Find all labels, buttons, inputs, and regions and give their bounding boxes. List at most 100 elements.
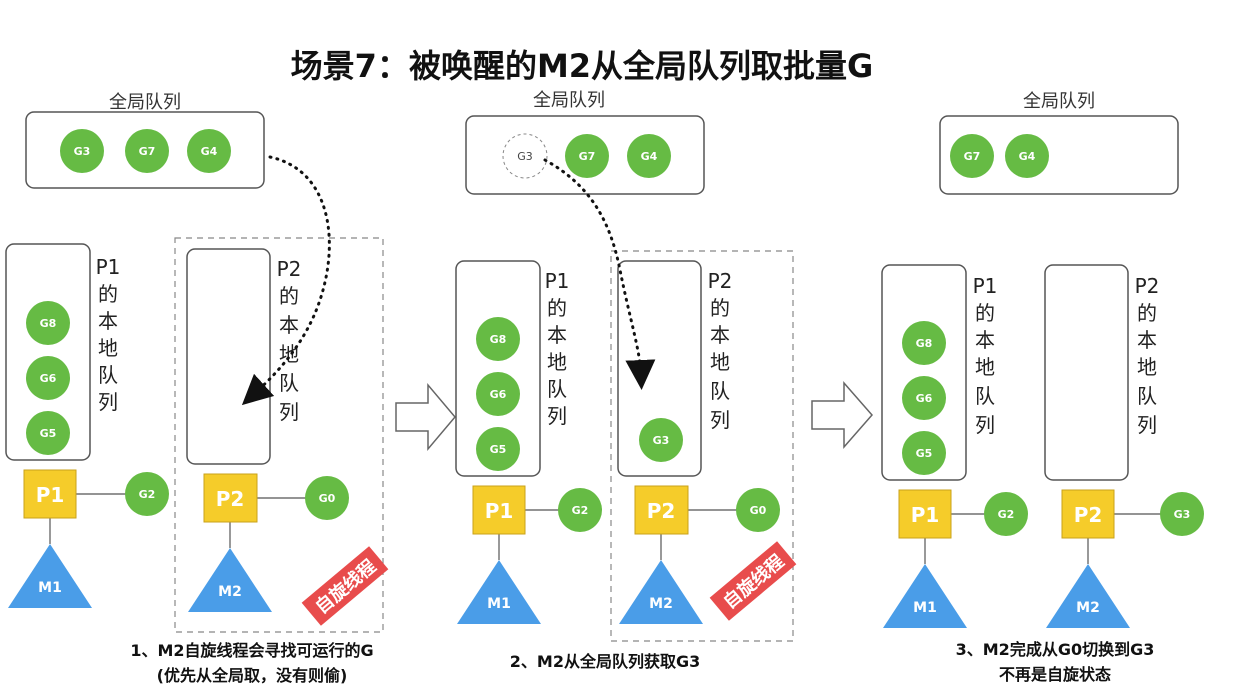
panel-3: 全局队列 G7 G4 P1 的 本 地 队 列 G8 G6 xyxy=(881,91,1204,684)
svg-text:列: 列 xyxy=(1137,413,1157,437)
svg-text:G0: G0 xyxy=(750,504,767,517)
p2-local-queue xyxy=(1044,264,1129,481)
svg-text:地: 地 xyxy=(975,355,995,379)
goroutine-g6: G6 xyxy=(26,356,70,400)
svg-text:G3: G3 xyxy=(74,145,91,158)
svg-text:P1: P1 xyxy=(545,269,570,293)
processor-p1: P1 xyxy=(472,485,526,535)
diagram-title: 场景7：被唤醒的M2从全局队列取批量G xyxy=(291,47,874,85)
svg-text:地: 地 xyxy=(710,350,730,374)
processor-p1: P1 xyxy=(23,469,77,519)
p1-local-queue xyxy=(455,260,541,477)
caption-line-2: 不再是自旋状态 xyxy=(999,665,1111,684)
svg-text:地: 地 xyxy=(98,336,118,360)
svg-text:本: 本 xyxy=(98,309,118,333)
svg-text:G3: G3 xyxy=(517,150,533,163)
transition-arrow-2 xyxy=(811,381,873,449)
svg-text:列: 列 xyxy=(547,404,567,428)
svg-text:队: 队 xyxy=(98,363,118,387)
svg-text:本: 本 xyxy=(975,328,995,352)
svg-text:队: 队 xyxy=(975,384,995,408)
svg-text:G8: G8 xyxy=(40,317,57,330)
svg-text:P1: P1 xyxy=(973,274,998,298)
svg-text:G5: G5 xyxy=(40,427,57,440)
svg-text:G5: G5 xyxy=(490,443,507,456)
goroutine-g3-running: G3 xyxy=(1160,492,1204,536)
svg-text:M2: M2 xyxy=(1076,600,1100,616)
svg-text:的: 的 xyxy=(1137,301,1157,325)
goroutine-g2-running: G2 xyxy=(558,488,602,532)
svg-text:G2: G2 xyxy=(998,508,1015,521)
p1-queue-label: P1 的 本 地 队 列 xyxy=(545,269,570,428)
svg-text:P2: P2 xyxy=(216,487,245,511)
svg-text:地: 地 xyxy=(547,350,567,374)
machine-m1: M1 xyxy=(883,564,967,628)
machine-m1: M1 xyxy=(457,560,541,624)
svg-text:G6: G6 xyxy=(40,372,57,385)
svg-text:的: 的 xyxy=(710,296,730,320)
goroutine-g4: G4 xyxy=(627,134,671,178)
p1-local-queue xyxy=(5,243,91,461)
global-queue-box xyxy=(939,115,1179,195)
svg-text:的: 的 xyxy=(279,284,299,308)
svg-text:G4: G4 xyxy=(1019,150,1036,163)
svg-text:队: 队 xyxy=(710,379,730,403)
goroutine-g2-running: G2 xyxy=(984,492,1028,536)
p2-local-queue xyxy=(617,260,702,477)
p2-spinning-group xyxy=(610,250,794,642)
svg-text:M2: M2 xyxy=(649,596,673,612)
svg-text:M2: M2 xyxy=(218,584,242,600)
processor-p2: P2 xyxy=(1061,489,1115,539)
goroutine-g0-running: G0 xyxy=(736,488,780,532)
svg-text:P1: P1 xyxy=(36,483,65,507)
svg-text:的: 的 xyxy=(547,296,567,320)
svg-text:M1: M1 xyxy=(38,580,62,596)
global-queue-label: 全局队列 xyxy=(1023,91,1095,112)
goroutine-g4: G4 xyxy=(187,129,231,173)
caption-line-1: 1、M2自旋线程会寻找可运行的G xyxy=(130,641,373,660)
svg-text:G8: G8 xyxy=(916,337,933,350)
svg-text:G0: G0 xyxy=(319,492,336,505)
svg-text:列: 列 xyxy=(279,400,299,424)
svg-text:列: 列 xyxy=(710,408,730,432)
svg-text:地: 地 xyxy=(279,342,299,366)
processor-p2: P2 xyxy=(203,473,258,523)
svg-text:G3: G3 xyxy=(653,434,670,447)
goroutine-g3-ghost: G3 xyxy=(502,133,548,179)
svg-text:G8: G8 xyxy=(490,333,507,346)
svg-text:的: 的 xyxy=(98,282,118,306)
goroutine-g3-local: G3 xyxy=(639,418,683,462)
goroutine-g4: G4 xyxy=(1005,134,1049,178)
p2-queue-label: P2 的 本 地 队 列 xyxy=(708,269,733,432)
processor-p1: P1 xyxy=(898,489,952,539)
caption-line-1: 3、M2完成从G0切换到G3 xyxy=(956,640,1155,659)
svg-text:M1: M1 xyxy=(913,600,937,616)
goroutine-g6: G6 xyxy=(476,372,520,416)
goroutine-g2-running: G2 xyxy=(125,472,169,516)
svg-text:P2: P2 xyxy=(1135,274,1160,298)
p2-spinning-group xyxy=(174,237,384,633)
p2-local-queue xyxy=(186,248,271,465)
svg-text:G2: G2 xyxy=(139,488,156,501)
svg-text:P1: P1 xyxy=(911,503,940,527)
goroutine-g5: G5 xyxy=(902,431,946,475)
dotted-arrow xyxy=(241,155,331,406)
goroutine-g6: G6 xyxy=(902,376,946,420)
svg-text:本: 本 xyxy=(710,323,730,347)
panel-1: 全局队列 G3 G7 G4 P1 的 本 地 队 列 G8 xyxy=(5,92,389,685)
global-queue-label: 全局队列 xyxy=(533,90,605,111)
svg-text:M1: M1 xyxy=(487,596,511,612)
p1-local-queue xyxy=(881,264,967,481)
goroutine-g3: G3 xyxy=(60,129,104,173)
processor-p2: P2 xyxy=(634,485,689,535)
svg-text:P2: P2 xyxy=(647,499,676,523)
goroutine-g8: G8 xyxy=(902,321,946,365)
goroutine-g8: G8 xyxy=(26,301,70,345)
global-queue-label: 全局队列 xyxy=(109,92,181,113)
p1-queue-label: P1 的 本 地 队 列 xyxy=(973,274,998,437)
transition-arrow-1 xyxy=(395,382,456,452)
svg-text:P1: P1 xyxy=(485,499,514,523)
spinning-stamp: 自旋线程 xyxy=(301,546,389,626)
p1-queue-label: P1 的 本 地 队 列 xyxy=(96,255,121,414)
machine-m2: M2 xyxy=(188,548,272,612)
